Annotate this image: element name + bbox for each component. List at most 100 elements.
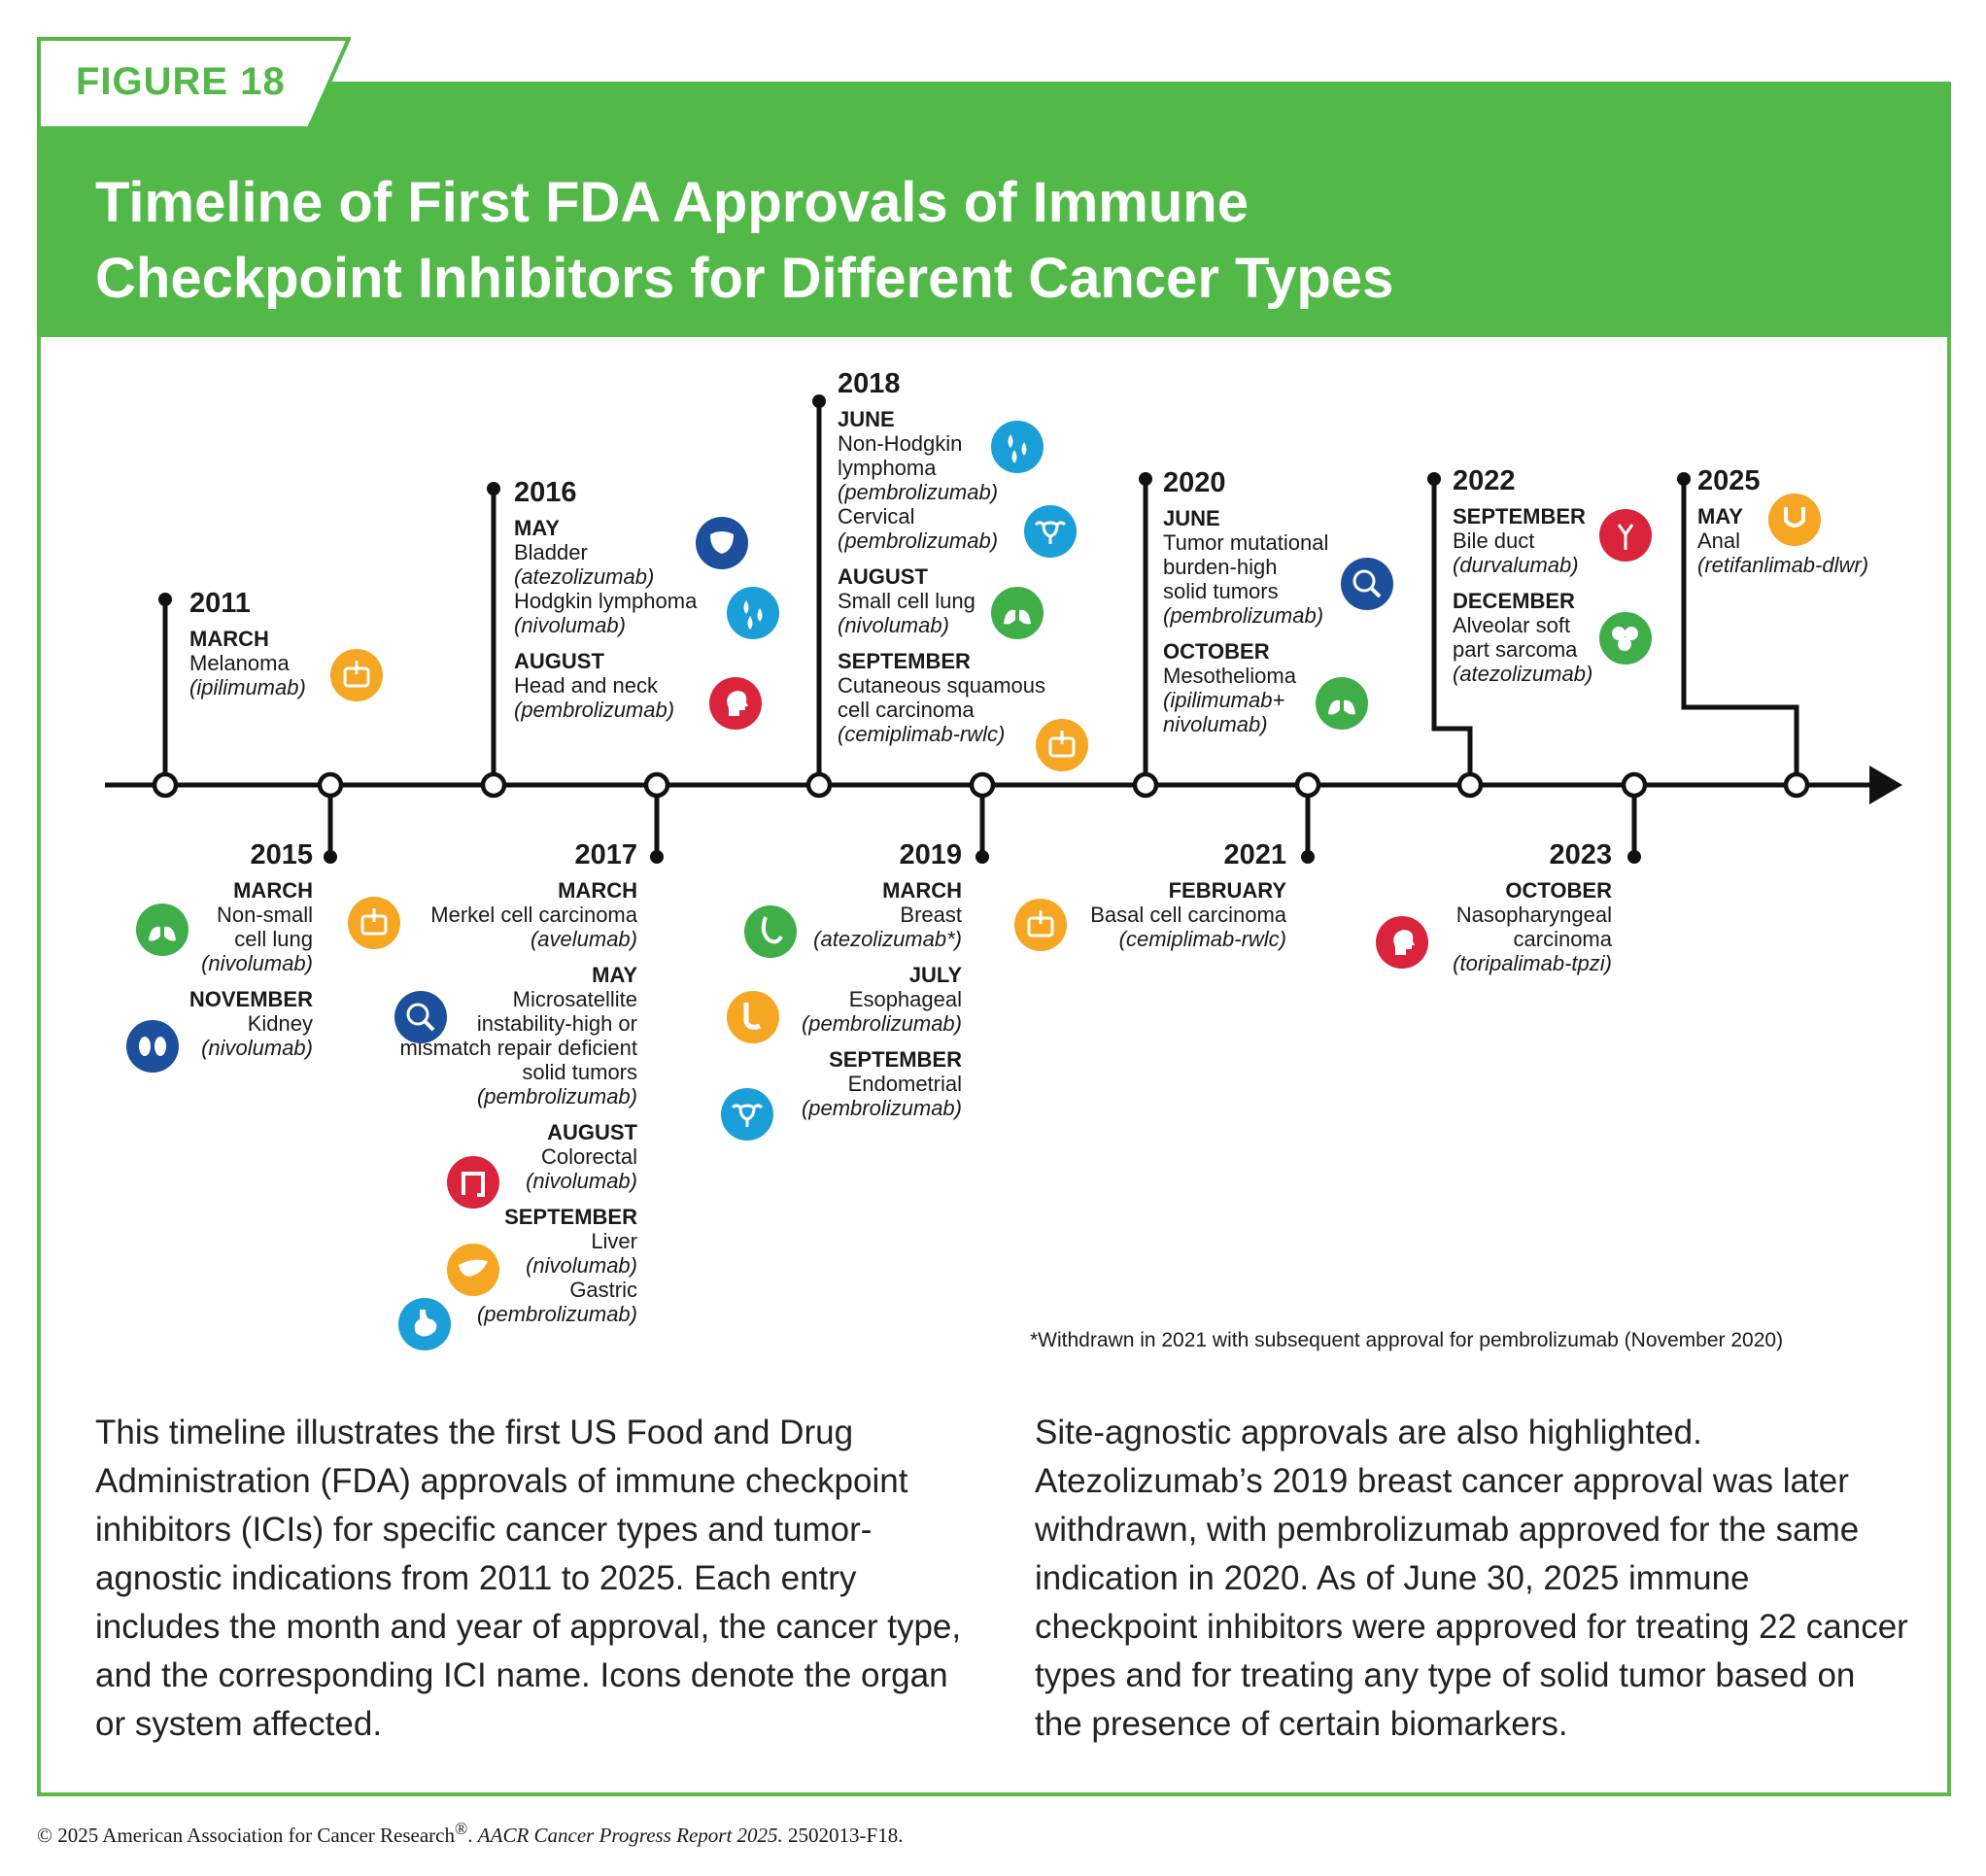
cancer-type: Microsatellite [512, 987, 637, 1011]
cancer-type: Mesothelioma [1163, 664, 1296, 688]
year-label: 2023 [1549, 839, 1612, 870]
bile-duct-icon [1599, 509, 1652, 562]
head-icon [709, 677, 762, 730]
blood-drops-icon [991, 421, 1044, 473]
skin-icon [348, 897, 400, 949]
breast-icon [744, 905, 797, 958]
month-label: JULY [908, 963, 962, 987]
entry-2020: 2020 JUNE Tumor mutational burden-high s… [1163, 465, 1328, 748]
cancer-type: cell carcinoma [838, 698, 975, 722]
entry-2018: 2018 JUNE Non-Hodgkin lymphoma (pembroli… [838, 366, 1045, 758]
description-left: This timeline illustrates the first US F… [95, 1414, 962, 1743]
month-label: JUNE [838, 407, 895, 431]
month-label: OCTOBER [1163, 639, 1270, 664]
cancer-type: Small cell lung [838, 589, 976, 613]
drug-name: (ipilimumab) [189, 675, 306, 699]
drug-name: (nivolumab) [526, 1253, 637, 1278]
month-label: MARCH [233, 878, 313, 903]
lung-icon [136, 904, 188, 956]
entry-2023: 2023 OCTOBER Nasopharyngeal carcinoma (t… [1453, 837, 1612, 987]
bladder-icon [696, 517, 748, 569]
entry-2021: 2021 FEBRUARY Basal cell carcinoma (cemi… [1090, 837, 1286, 963]
year-label: 2011 [189, 588, 251, 619]
figure-title: Timeline of First FDA Approvals of Immun… [95, 165, 1844, 317]
title-banner [37, 82, 1951, 337]
figure-label: FIGURE 18 [76, 60, 286, 103]
cancer-type: Endometrial [847, 1072, 962, 1096]
figure-code: 2502013-F18. [782, 1824, 904, 1847]
drug-name: (nivolumab) [201, 1036, 313, 1060]
cancer-type: Gastric [569, 1278, 637, 1302]
year-label: 2025 [1697, 465, 1761, 496]
cancer-type: Merkel cell carcinoma [430, 903, 637, 927]
copyright-owner: © 2025 American Association for Cancer R… [37, 1824, 455, 1847]
drug-name: (pembrolizumab) [476, 1302, 637, 1326]
cancer-type: Bladder [514, 540, 588, 564]
copyright: © 2025 American Association for Cancer R… [37, 1819, 903, 1848]
drug-name: (pembrolizumab) [838, 480, 999, 504]
cancer-type: Alveolar soft [1453, 613, 1571, 637]
skin-icon [330, 649, 383, 701]
drug-name: (nivolumab) [514, 613, 626, 637]
month-label: SEPTEMBER [838, 649, 971, 673]
cancer-type: Esophageal [848, 987, 962, 1011]
uterus-icon [721, 1088, 773, 1141]
cancer-type: Bile duct [1453, 529, 1535, 553]
month-label: MAY [1697, 504, 1743, 529]
year-label: 2017 [574, 839, 637, 870]
drug-name: (nivolumab) [201, 951, 313, 975]
entry-2019: 2019 MARCH Breast (atezolizumab*) JULY E… [802, 837, 962, 1132]
cancer-type: lymphoma [838, 456, 937, 480]
cancer-type: Kidney [247, 1011, 313, 1036]
entry-2011: 2011 MARCH Melanoma (ipilimumab) [189, 586, 306, 711]
drug-name: (nivolumab) [838, 613, 949, 637]
drug-name: (pembrolizumab) [1163, 603, 1324, 628]
entry-2017: 2017 MARCH Merkel cell carcinoma (avelum… [399, 837, 637, 1338]
month-label: MAY [514, 516, 560, 540]
cancer-type: Colorectal [540, 1144, 637, 1169]
drug-name: (atezolizumab) [1453, 662, 1593, 686]
description-right: Site-agnostic approvals are also highlig… [1035, 1414, 1908, 1743]
cancer-type: cell lung [234, 927, 313, 951]
cancer-type: Head and neck [514, 673, 658, 698]
cancer-type: part sarcoma [1453, 637, 1578, 662]
figure-tab [37, 37, 351, 130]
cancer-type: Liver [591, 1229, 637, 1253]
month-label: DECEMBER [1453, 589, 1575, 613]
drug-name: (avelumab) [530, 927, 637, 951]
anus-icon [1768, 494, 1821, 546]
month-label: OCTOBER [1505, 878, 1612, 903]
drug-name: (pembrolizumab) [801, 1096, 962, 1120]
kidney-icon [126, 1020, 179, 1073]
year-label: 2016 [514, 477, 577, 508]
liver-icon [447, 1244, 499, 1296]
month-label: AUGUST [838, 564, 928, 589]
cancer-type: Breast [900, 903, 962, 927]
cancer-type: Anal [1697, 529, 1741, 553]
blood-drops-icon [727, 587, 779, 639]
footnote: *Withdrawn in 2021 with subsequent appro… [1030, 1329, 1784, 1351]
month-label: NOVEMBER [188, 987, 313, 1011]
esophagus-icon [727, 991, 779, 1043]
cancer-type: Cutaneous squamous [838, 673, 1046, 698]
drug-name: (pembrolizumab) [514, 698, 675, 722]
cancer-type: Non-small [216, 903, 313, 927]
month-label: MARCH [882, 878, 962, 903]
lung-icon [1316, 677, 1368, 730]
copyright-separator: . [467, 1824, 478, 1847]
month-label: MARCH [558, 878, 637, 903]
drug-name: (toripalimab-tpzi) [1453, 951, 1612, 975]
cancer-type: carcinoma [1513, 927, 1612, 951]
cancer-type: Basal cell carcinoma [1090, 903, 1286, 927]
skin-icon [1036, 719, 1088, 771]
drug-name: (pembrolizumab) [476, 1084, 637, 1109]
uterus-icon [1024, 505, 1077, 558]
cancer-type: Nasopharyngeal [1455, 903, 1612, 927]
month-label: SEPTEMBER [504, 1205, 637, 1229]
head-icon [1376, 916, 1428, 969]
cancer-type: Melanoma [189, 651, 290, 675]
entry-2025: 2025 MAY Anal (retifanlimab-dlwr) [1697, 463, 1868, 589]
skin-icon [1014, 899, 1067, 951]
cancer-type: Tumor mutational [1163, 530, 1329, 555]
cancer-type: solid tumors [522, 1060, 637, 1084]
